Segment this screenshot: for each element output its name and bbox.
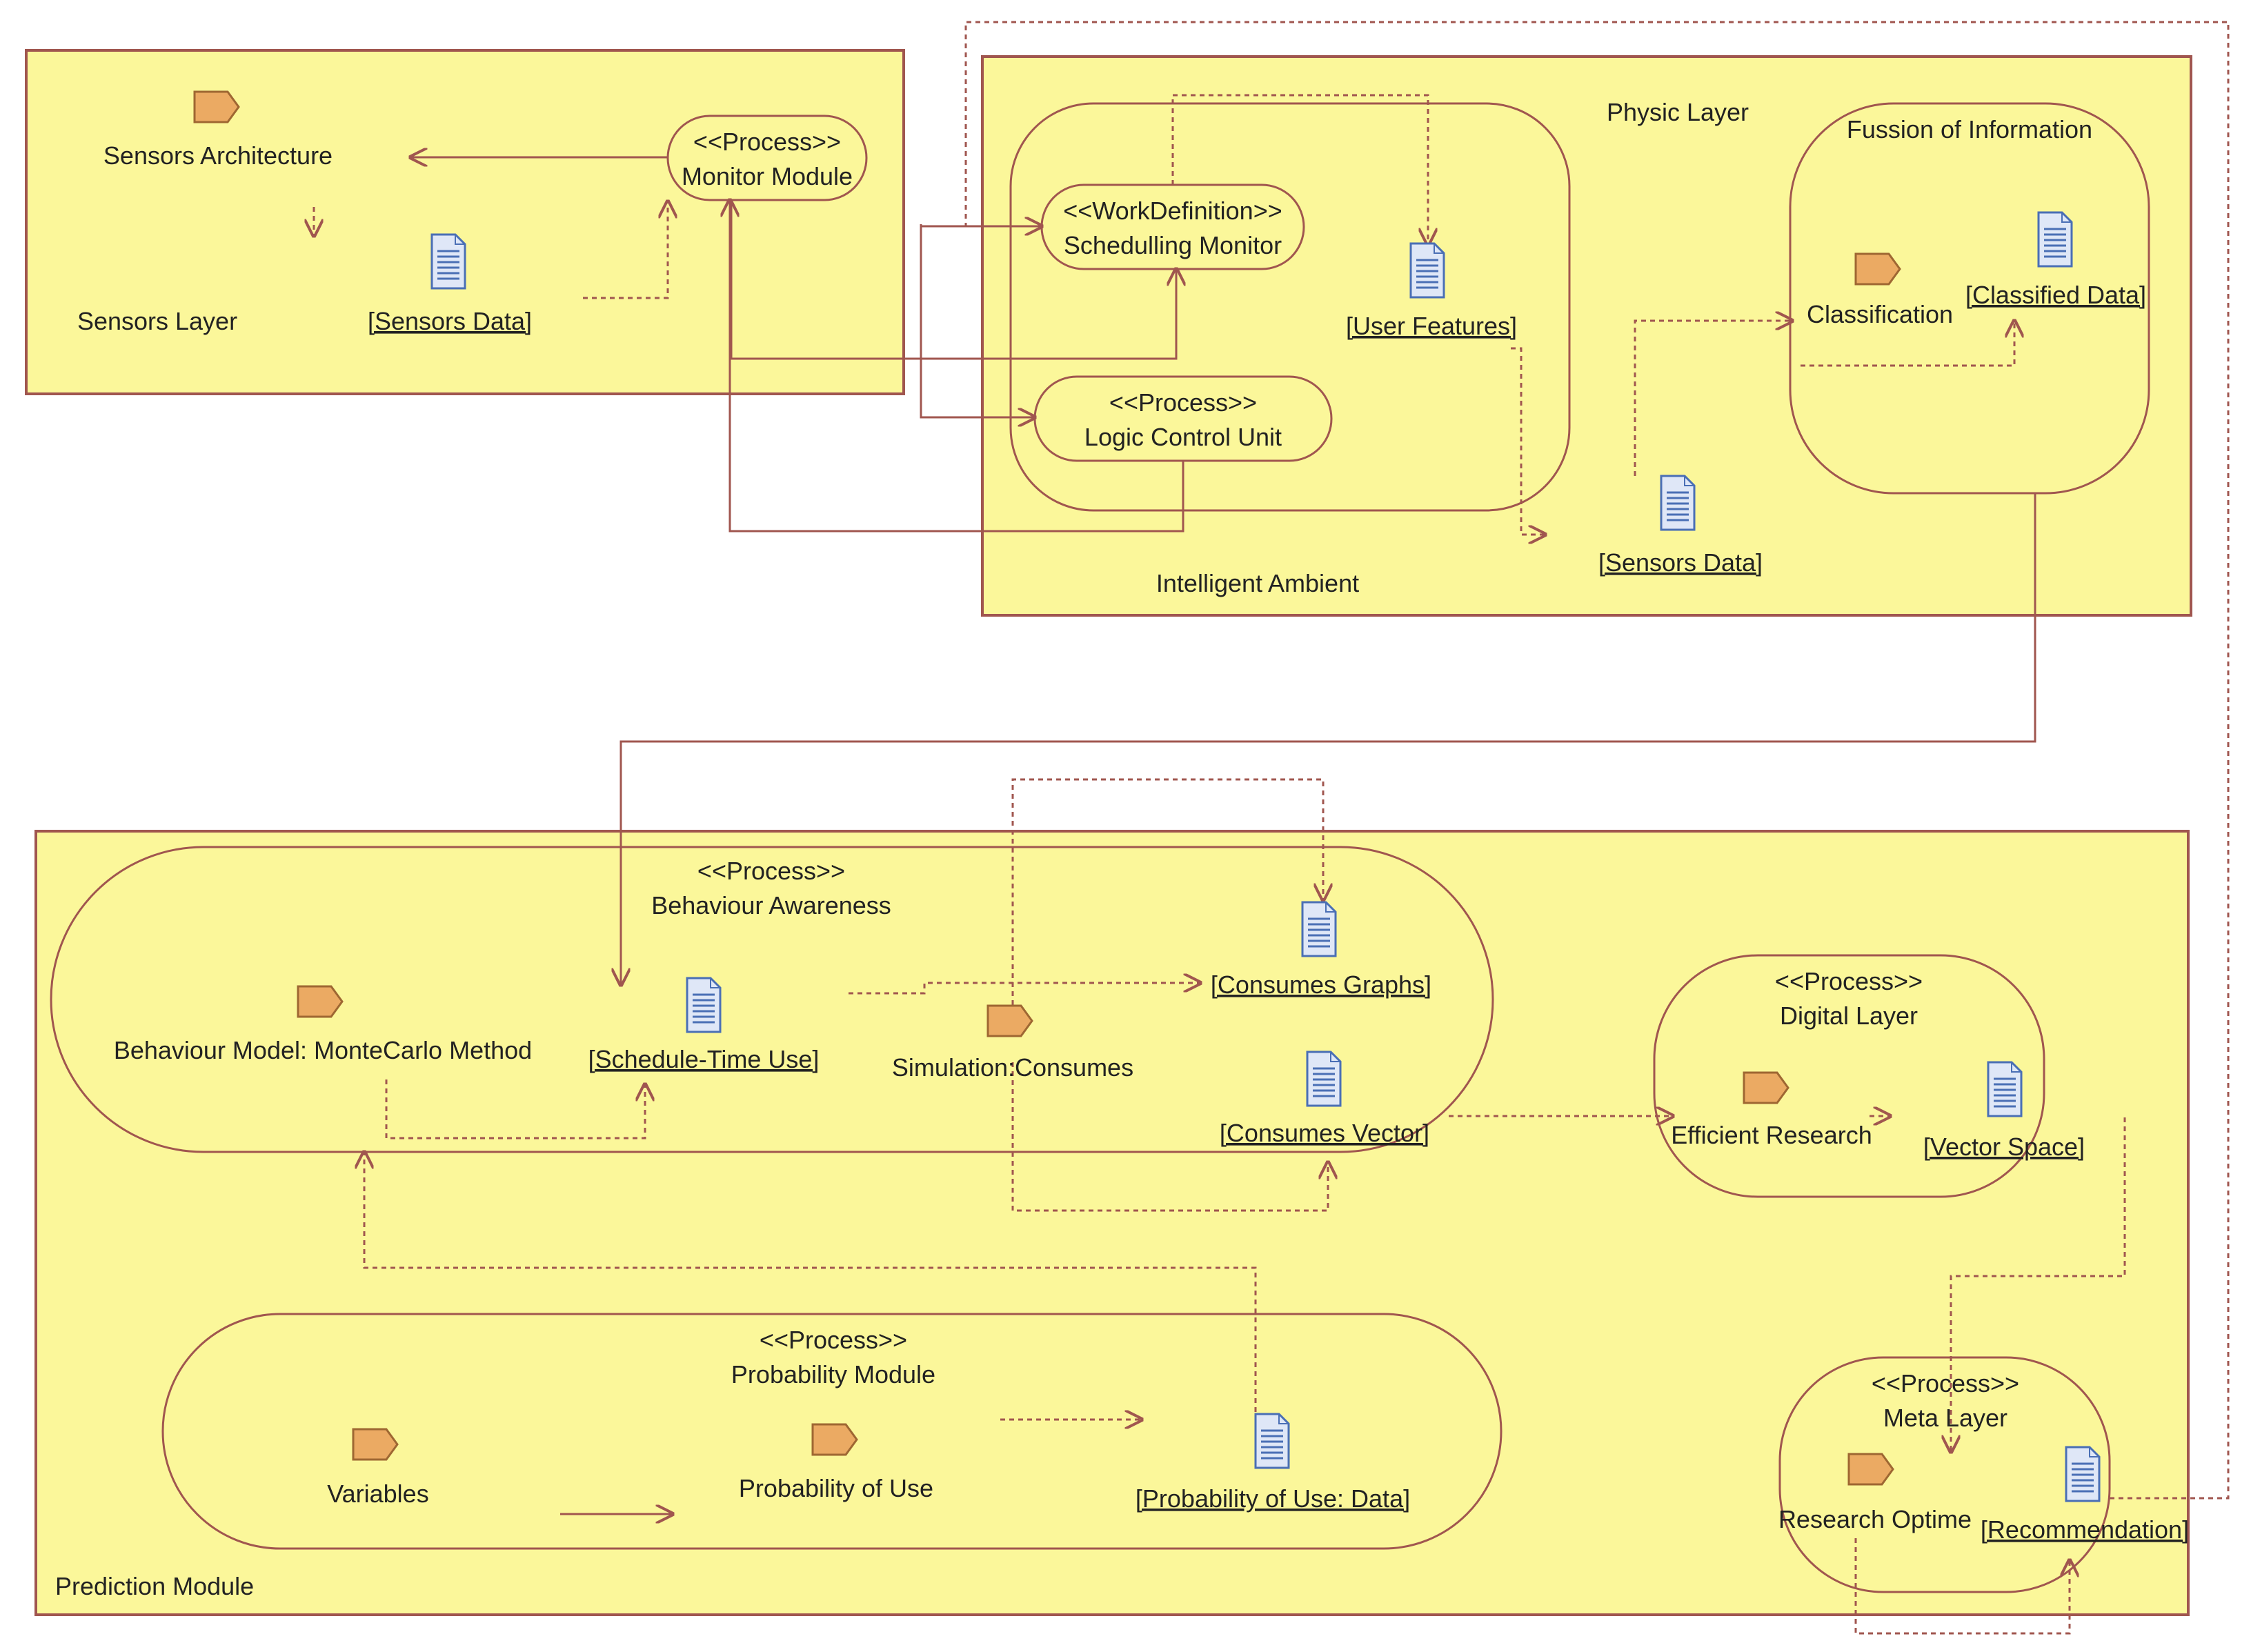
sensors-layer-box [25,49,905,395]
simulation-tag-icon [986,1004,1033,1037]
dashed-connectors [314,21,2230,1635]
recommendation-document-icon [2065,1446,2101,1502]
classification-label: Classification [1807,300,1953,328]
sensors-data-to-monitor-arrow [583,201,668,299]
classified-data-document-icon [2037,211,2073,268]
sensors-data-label: [Sensors Data] [368,307,532,335]
user-features-document-icon [1409,242,1445,299]
labels: Sensors Architecture Sensors Layer [Sens… [55,98,2189,1600]
probability-data-document-icon [1254,1413,1290,1469]
sensors-data-to-fusion-arrow [1634,321,1792,476]
behaviour-awareness-name: Behaviour Awareness [651,891,891,919]
recommendation-label: [Recommendation] [1981,1515,2189,1544]
behaviour-model-tag-icon [297,985,344,1018]
logic-control-unit-stereotype: <<Process>> [1109,388,1257,417]
bracket-to-scheduling-arrow [920,224,1035,417]
fusion-of-information-box [1789,102,2150,495]
physic-layer-title: Physic Layer [1607,98,1749,126]
physic-layer-box [1009,102,1571,512]
schedule-time-use-label: [Schedule-Time Use] [588,1045,820,1073]
probability-of-use-label: Probability of Use [739,1474,933,1502]
efficient-research-tag-icon [1743,1071,1789,1104]
sensors-data-2-label: [Sensors Data] [1598,548,1763,577]
behaviour-model-label: Behaviour Model: MonteCarlo Method [114,1036,532,1064]
efficient-research-label: Efficient Research [1671,1121,1872,1149]
vector-space-document-icon [1987,1061,2023,1117]
simulation-consumes-label: Simulation:Consumes [892,1053,1133,1082]
digital-layer-stereotype: <<Process>> [1775,967,1923,995]
scheduling-monitor-name: Schedulling Monitor [1064,231,1282,259]
probability-data-to-behaviour-arrow [364,1152,1257,1421]
probability-module-shape[interactable] [161,1313,1503,1550]
prediction-module-box [34,830,2190,1616]
classified-data-label: [Classified Data] [1965,281,2146,309]
monitor-module-name: Monitor Module [682,162,853,190]
monitor-module-stereotype: <<Process>> [693,128,841,156]
sensors-architecture-tag-icon [193,90,240,123]
meta-layer-stereotype: <<Process>> [1872,1369,2019,1397]
logic-control-unit-name: Logic Control Unit [1084,423,1282,451]
intelligent-ambient-title: Intelligent Ambient [1156,569,1359,597]
sensors-data-2-document-icon [1660,475,1696,531]
prediction-module-title: Prediction Module [55,1572,254,1600]
research-optime-tag-icon [1847,1453,1894,1486]
probability-module-stereotype: <<Process>> [760,1326,907,1354]
behaviour-awareness-shape[interactable] [50,846,1494,1153]
user-features-to-sensors-data-arrow [1511,347,1545,535]
user-features-label: [User Features] [1346,312,1517,340]
fusion-of-information-title: Fussion of Information [1847,115,2092,143]
probability-data-label: [Probability of Use: Data] [1136,1484,1410,1513]
loop-to-user-features-arrow [1171,94,1428,245]
digital-layer-shape[interactable] [1653,954,2045,1198]
digital-to-meta-arrow [1951,1117,2126,1452]
connectors [410,157,2036,1514]
vector-space-label: [Vector Space] [1923,1133,2085,1161]
probability-of-use-tag-icon [811,1423,858,1456]
consumes-graphs-label: [Consumes Graphs] [1211,971,1431,999]
consumes-graphs-document-icon [1301,901,1337,957]
schedule-to-graphs-arrow [849,983,1200,995]
classification-to-classified-arrow [1801,321,2014,367]
sensors-architecture-label: Sensors Architecture [103,141,333,170]
classification-tag-icon [1854,252,1901,286]
consumes-vector-document-icon [1306,1051,1342,1107]
meta-layer-name: Meta Layer [1883,1404,2007,1432]
variables-tag-icon [352,1428,399,1461]
scheduling-monitor-stereotype: <<WorkDefinition>> [1063,197,1282,225]
behaviour-awareness-stereotype: <<Process>> [697,857,845,885]
outer-feedback-loop [964,21,2230,1500]
optime-to-recommendation-arrow [1854,1538,2070,1635]
consumes-vector-label: [Consumes Vector] [1220,1119,1429,1147]
digital-layer-name: Digital Layer [1780,1002,1918,1030]
fusion-to-behaviour-arrow [621,493,2036,985]
meta-layer-shape[interactable] [1778,1356,2111,1593]
simulation-to-graphs-arrow [1011,778,1323,1014]
variables-label: Variables [327,1480,428,1508]
simulation-to-vector-arrow [1011,1062,1328,1212]
research-optime-label: Research Optime [1778,1505,1972,1533]
model-to-schedule-arrow [385,1079,645,1140]
sensors-data-document-icon [430,233,466,290]
sensors-layer-title: Sensors Layer [77,307,237,335]
logic-to-monitor-arrow [730,200,1184,533]
schedule-time-use-document-icon [686,977,722,1033]
probability-module-name: Probability Module [731,1360,935,1389]
monitor-to-scheduling-arrow [730,200,1176,360]
